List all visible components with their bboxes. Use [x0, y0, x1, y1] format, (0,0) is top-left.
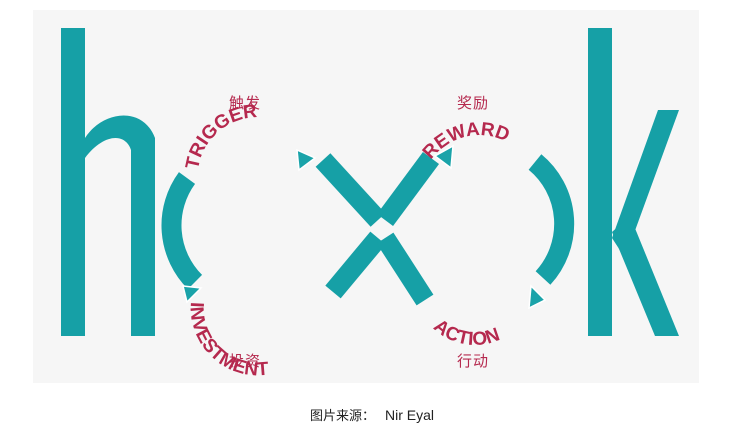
k-stem: [588, 28, 612, 336]
image-caption: 图片来源： Nir Eyal: [0, 405, 744, 424]
left-loop-arc: [161, 172, 203, 290]
arrow-reward-icon: [433, 144, 454, 170]
hook-model-diagram: TRIGGER REWARD INVESTMENT ACTION 触发 奖励 投…: [33, 10, 699, 383]
k-lower-arm: [612, 216, 679, 336]
letter-k: [588, 28, 679, 336]
arrow-trigger-icon: [296, 148, 317, 172]
cn-reward-label: 奖励: [457, 94, 490, 112]
cross-arm-bottom-right: [376, 232, 434, 306]
caption-author: Nir Eyal: [385, 407, 435, 423]
hook-logo: TRIGGER REWARD INVESTMENT ACTION: [61, 28, 679, 381]
reward-label: REWARD: [419, 119, 513, 163]
letter-h: [61, 28, 155, 336]
arrow-investment-icon: [182, 285, 203, 304]
cross-arm-bottom-left: [325, 231, 386, 299]
left-loop: [161, 153, 386, 299]
cn-investment-label: 投资: [229, 352, 262, 370]
arrow-action-icon: [528, 284, 547, 310]
right-loop-arc: [528, 154, 575, 285]
cross-arm-top-left: [315, 153, 386, 227]
h-stem: [61, 28, 85, 336]
cn-trigger-label: 触发: [229, 94, 262, 112]
right-loop: [376, 152, 575, 306]
cn-action-label: 行动: [457, 352, 490, 370]
arrowheads: [182, 144, 547, 310]
caption-label: 图片来源：: [309, 409, 375, 424]
action-label: ACTION: [430, 316, 503, 351]
cross-arm-top-right: [376, 152, 440, 226]
h-arch: [85, 115, 155, 336]
